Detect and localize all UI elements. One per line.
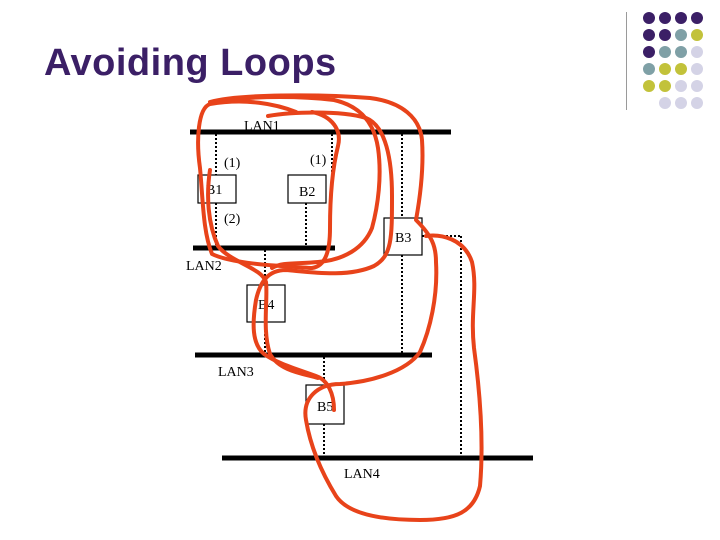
bridge-b2-label: B2	[299, 185, 315, 200]
bridge-b5-label: B5	[317, 400, 333, 415]
lan4-label: LAN4	[344, 467, 380, 482]
lan3-label: LAN3	[218, 365, 254, 380]
port-label-b1-lan2: (2)	[224, 212, 241, 227]
lan2-label: LAN2	[186, 259, 222, 274]
lan1-label: LAN1	[244, 119, 280, 134]
port-label-b1-lan1: (1)	[224, 156, 241, 171]
port-label-b2-lan1: (1)	[310, 153, 327, 168]
bridge-b3-label: B3	[395, 231, 411, 246]
